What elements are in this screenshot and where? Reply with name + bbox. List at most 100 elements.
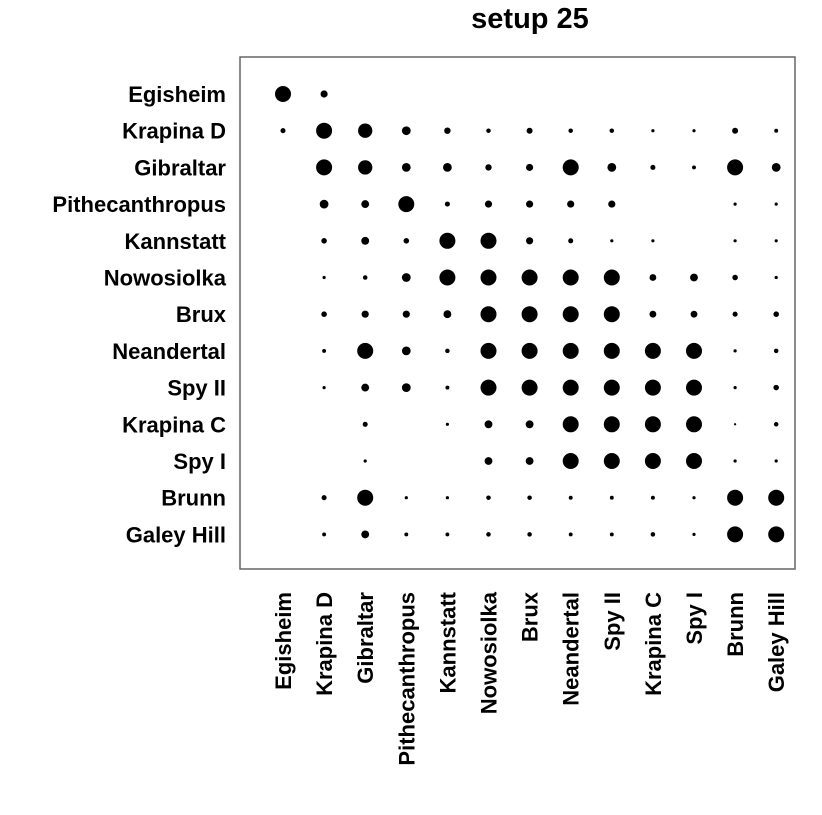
dot-krapina-c-x-nowosiolka	[484, 420, 493, 429]
dot-brunn-x-kannstatt	[445, 496, 449, 500]
dot-kannstatt-x-gibraltar	[361, 236, 370, 245]
dot-pithecanthropus-x-neandertal	[567, 200, 575, 208]
row-label-pithecanthropus: Pithecanthropus	[52, 192, 226, 217]
dot-krapina-c-x-spy-ii	[603, 416, 620, 433]
dot-brunn-x-pithecanthropus	[404, 496, 408, 500]
dot-krapina-d-x-pithecanthropus	[401, 126, 411, 136]
dot-krapina-d-x-egisheim	[280, 128, 286, 134]
dot-brux-x-krapina-d	[321, 311, 327, 317]
dot-spy-ii-x-nowosiolka	[480, 379, 497, 396]
row-label-spy-i: Spy I	[173, 449, 226, 474]
dot-brux-x-neandertal	[562, 306, 579, 323]
dot-kannstatt-x-nowosiolka	[480, 232, 497, 249]
dot-brunn-x-krapina-c	[650, 495, 655, 500]
dot-spy-i-x-krapina-c	[644, 453, 661, 469]
dot-pithecanthropus-x-brunn	[733, 202, 737, 206]
dot-nowosiolka-x-gibraltar	[362, 275, 368, 280]
dot-galey-hill-x-kannstatt	[445, 532, 450, 537]
dot-nowosiolka-x-brunn	[732, 274, 738, 281]
dot-gibraltar-x-nowosiolka	[485, 164, 492, 171]
row-label-neandertal: Neandertal	[112, 339, 226, 364]
dot-pithecanthropus-x-brux	[526, 200, 534, 208]
dot-neandertal-x-krapina-d	[322, 348, 327, 353]
dot-pithecanthropus-x-pithecanthropus	[398, 196, 415, 213]
row-label-spy-ii: Spy II	[167, 376, 226, 401]
dot-brux-x-krapina-c	[649, 310, 657, 318]
dot-krapina-d-x-brunn	[732, 127, 739, 134]
column-label-spy-i: Spy I	[682, 592, 707, 645]
column-label-gibraltar: Gibraltar	[353, 592, 378, 684]
column-label-nowosiolka: Nowosiolka	[477, 591, 502, 714]
dot-egisheim-x-egisheim	[275, 86, 291, 102]
dot-brunn-x-brunn	[727, 489, 744, 506]
column-label-spy-ii: Spy II	[600, 592, 625, 651]
dot-brunn-x-nowosiolka	[486, 495, 491, 500]
dot-krapina-c-x-spy-i	[686, 416, 702, 433]
dot-neandertal-x-nowosiolka	[480, 342, 497, 359]
dot-krapina-d-x-neandertal	[568, 128, 573, 133]
dot-kannstatt-x-kannstatt	[439, 232, 456, 249]
row-label-galey-hill: Galey Hill	[126, 522, 226, 547]
dot-krapina-d-x-spy-ii	[609, 128, 615, 133]
dot-kannstatt-x-galey-hill	[774, 239, 778, 243]
dot-gibraltar-x-brux	[526, 163, 534, 171]
dot-nowosiolka-x-spy-ii	[603, 269, 620, 286]
dot-spy-i-x-spy-ii	[603, 453, 620, 469]
dot-galey-hill-x-gibraltar	[361, 530, 370, 539]
dot-neandertal-x-pithecanthropus	[401, 346, 411, 356]
dot-spy-ii-x-brux	[521, 379, 538, 396]
dot-brunn-x-brux	[527, 495, 532, 500]
dot-brux-x-nowosiolka	[480, 306, 497, 323]
row-label-krapina-c: Krapina C	[122, 412, 226, 437]
chart-title: setup 25	[471, 3, 589, 35]
dot-brux-x-brux	[521, 306, 538, 323]
dot-krapina-d-x-krapina-c	[651, 129, 655, 133]
dot-gibraltar-x-galey-hill	[771, 163, 781, 172]
dot-spy-i-x-brunn	[733, 459, 737, 463]
dot-gibraltar-x-spy-ii	[607, 163, 617, 172]
dot-neandertal-x-brunn	[733, 349, 737, 353]
dot-neandertal-x-krapina-c	[644, 342, 661, 359]
dot-nowosiolka-x-krapina-c	[649, 274, 657, 281]
dot-kannstatt-x-pithecanthropus	[403, 238, 410, 244]
row-label-krapina-d: Krapina D	[122, 119, 226, 144]
dot-nowosiolka-x-galey-hill	[774, 275, 778, 280]
row-label-brunn: Brunn	[161, 486, 226, 511]
dot-brunn-x-spy-ii	[609, 495, 614, 500]
dot-spy-i-x-spy-i	[686, 453, 702, 469]
column-label-brux: Brux	[518, 591, 543, 642]
dot-gibraltar-x-gibraltar	[358, 160, 373, 175]
dot-neandertal-x-galey-hill	[773, 348, 779, 354]
dot-brux-x-kannstatt	[443, 310, 452, 319]
dot-gibraltar-x-krapina-d	[316, 159, 333, 176]
dot-galey-hill-x-neandertal	[568, 532, 573, 537]
dot-pithecanthropus-x-nowosiolka	[484, 200, 493, 208]
dot-galey-hill-x-galey-hill	[768, 526, 785, 543]
dot-gibraltar-x-brunn	[727, 159, 744, 176]
dot-spy-ii-x-galey-hill	[773, 384, 779, 391]
dot-spy-ii-x-pithecanthropus	[401, 383, 411, 392]
dot-pithecanthropus-x-gibraltar	[361, 200, 370, 209]
dot-neandertal-x-spy-i	[686, 342, 702, 359]
dot-brux-x-gibraltar	[361, 310, 369, 318]
dot-kannstatt-x-spy-ii	[610, 239, 614, 243]
plot-frame	[239, 56, 796, 570]
dot-spy-ii-x-gibraltar	[361, 383, 370, 392]
dot-neandertal-x-neandertal	[562, 342, 579, 359]
dot-spy-ii-x-spy-i	[686, 379, 702, 396]
dot-krapina-d-x-nowosiolka	[486, 128, 491, 133]
dot-krapina-d-x-krapina-d	[316, 122, 333, 139]
row-label-egisheim: Egisheim	[128, 82, 226, 107]
dot-brunn-x-neandertal	[568, 495, 573, 500]
row-label-nowosiolka: Nowosiolka	[104, 266, 227, 291]
column-label-brunn: Brunn	[723, 592, 748, 657]
dot-spy-ii-x-krapina-c	[644, 379, 661, 396]
dot-krapina-d-x-galey-hill	[774, 128, 779, 133]
dot-spy-i-x-brux	[525, 457, 534, 465]
dot-krapina-c-x-brux	[525, 420, 534, 429]
column-label-krapina-d: Krapina D	[312, 592, 337, 696]
dot-krapina-c-x-kannstatt	[445, 422, 449, 426]
dot-krapina-c-x-galey-hill	[773, 422, 779, 427]
dot-spy-i-x-nowosiolka	[484, 457, 493, 465]
